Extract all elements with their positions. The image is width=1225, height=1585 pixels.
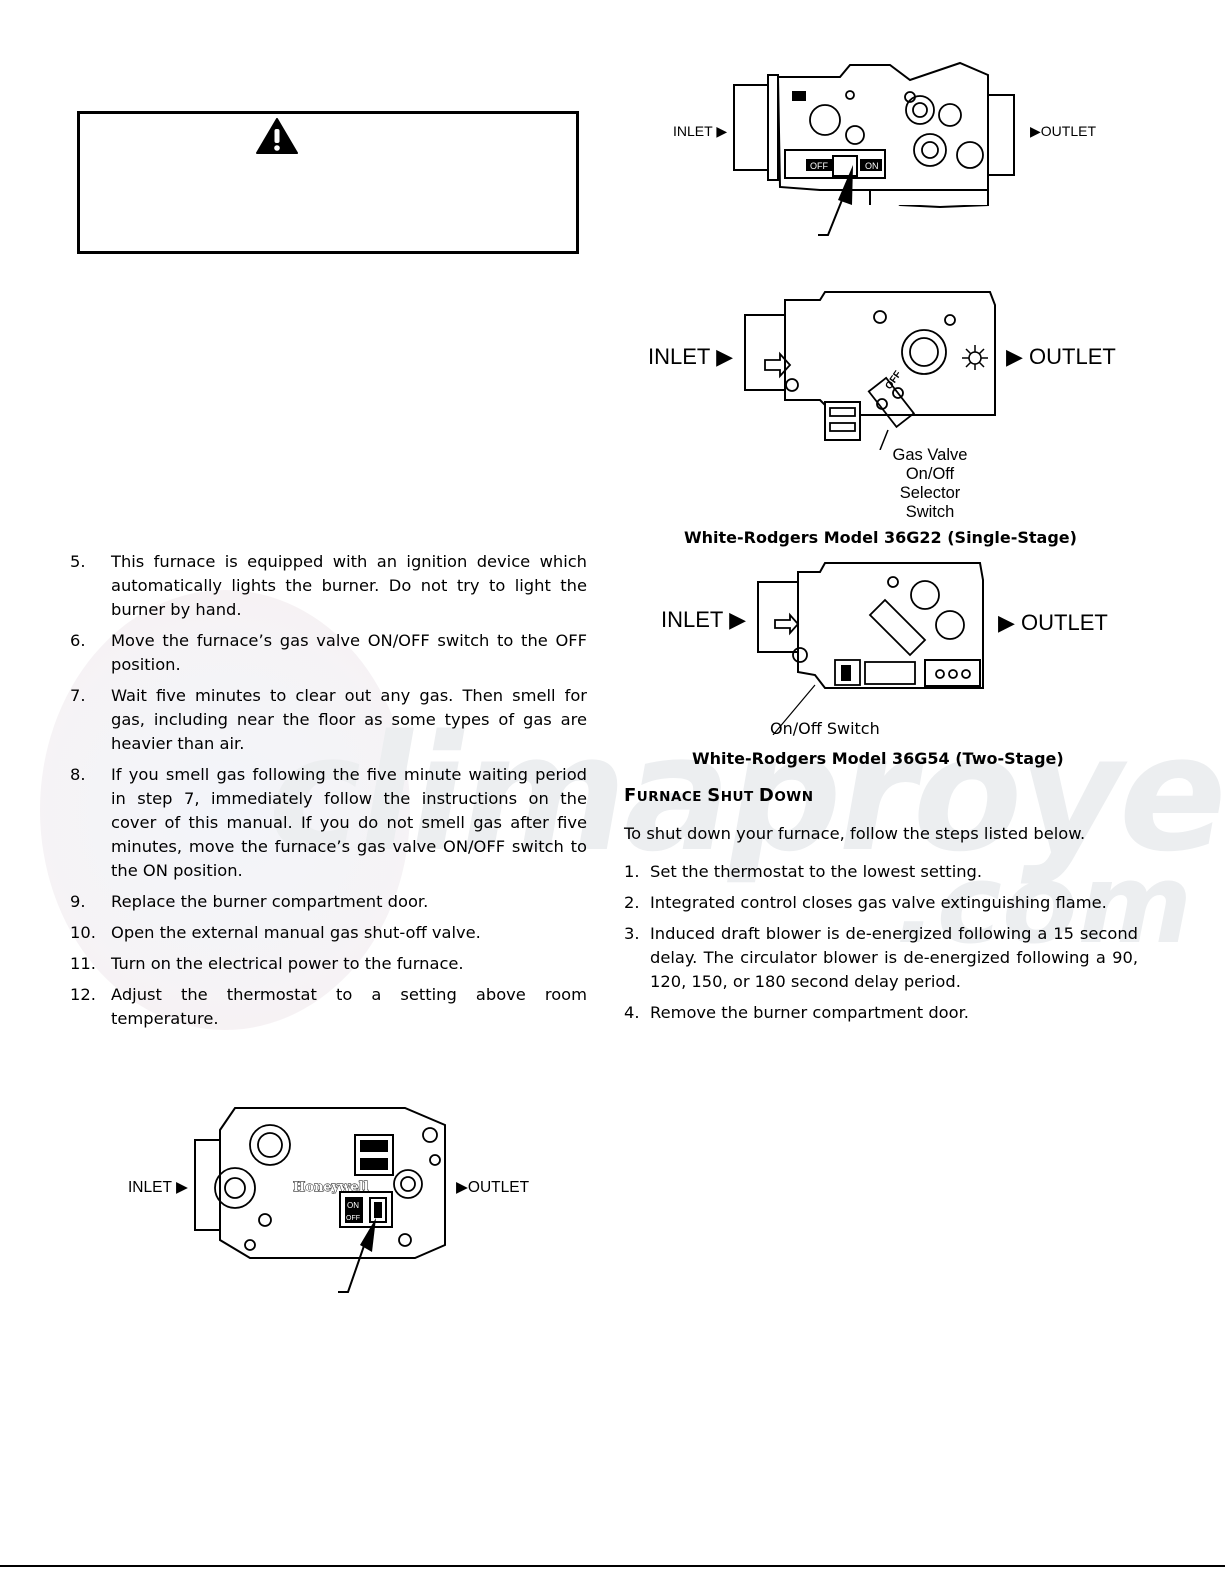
lighting-steps-list: 5.This furnace is equipped with an ignit… xyxy=(70,550,587,1038)
arrow-right-icon: ▶ xyxy=(1006,344,1023,369)
honeywell-logo: Honeywell xyxy=(293,1180,369,1195)
gas-valve-36g54-diagram xyxy=(755,560,990,735)
on-off-switch-callout: On/Off Switch xyxy=(770,719,880,738)
svg-text:ON: ON xyxy=(865,161,879,171)
section-title-furnace-shut-down: FURNACE SHUT DOWN xyxy=(624,785,814,806)
svg-text:OFF: OFF xyxy=(810,161,828,171)
inlet-label: INLET ▶ xyxy=(128,1179,188,1196)
list-item: 7.Wait five minutes to clear out any gas… xyxy=(70,686,587,753)
arrow-right-icon: ▶ xyxy=(998,610,1015,635)
watermark-globe xyxy=(40,590,410,1030)
list-item: 10.Open the external manual gas shut-off… xyxy=(70,923,481,942)
shutdown-intro: To shut down your furnace, follow the st… xyxy=(624,824,1086,843)
svg-text:OFF: OFF xyxy=(346,1215,360,1222)
list-item: 5.This furnace is equipped with an ignit… xyxy=(70,552,587,619)
warning-box xyxy=(77,111,579,254)
list-item: 3.Induced draft blower is de-energized f… xyxy=(624,924,1138,991)
arrow-right-icon: ▶ xyxy=(716,344,733,369)
list-item: 11.Turn on the electrical power to the f… xyxy=(70,954,464,973)
list-item: 9.Replace the burner compartment door. xyxy=(70,892,429,911)
inlet-label: INLET ▶ xyxy=(673,123,728,139)
list-item: 6.Move the furnace’s gas valve ON/OFF sw… xyxy=(70,631,587,674)
arrow-right-icon: ▶ xyxy=(1030,123,1041,139)
list-item: 12.Adjust the thermostat to a setting ab… xyxy=(70,985,587,1028)
arrow-right-icon: ▶ xyxy=(716,123,728,139)
arrow-right-icon: ▶ xyxy=(456,1179,468,1196)
outlet-label: ▶OUTLET xyxy=(1030,123,1097,139)
figure-caption-36g54: White-Rodgers Model 36G54 (Two-Stage) xyxy=(692,749,1064,768)
list-item: 1.Set the thermostat to the lowest setti… xyxy=(624,862,983,881)
arrow-right-icon: ▶ xyxy=(729,607,746,632)
gas-valve-top-diagram: OFF ON xyxy=(720,55,1030,240)
watermark-suffix: .com xyxy=(895,840,1193,968)
gas-valve-honeywell-diagram: ON OFF Honeywell xyxy=(190,1100,455,1300)
inlet-label: INLET ▶ xyxy=(648,344,733,369)
arrow-right-icon: ▶ xyxy=(175,1179,188,1196)
svg-text:ON: ON xyxy=(347,1201,359,1210)
gas-valve-36g22-diagram: OFF xyxy=(740,290,1005,450)
page-bottom-rule xyxy=(0,1565,1225,1567)
figure-caption-36g22: White-Rodgers Model 36G22 (Single-Stage) xyxy=(684,528,1077,547)
list-item: 2.Integrated control closes gas valve ex… xyxy=(624,893,1107,912)
outlet-label: ▶OUTLET xyxy=(456,1179,530,1196)
inlet-label: INLET ▶ xyxy=(661,607,746,632)
outlet-label: ▶ OUTLET xyxy=(1006,344,1116,369)
shutdown-steps-list: 1.Set the thermostat to the lowest setti… xyxy=(624,860,1138,1032)
list-item: 8.If you smell gas following the five mi… xyxy=(70,765,587,880)
warning-triangle-icon xyxy=(256,118,298,154)
list-item: 4.Remove the burner compartment door. xyxy=(624,1003,969,1022)
selector-switch-callout: Gas Valve On/Off Selector Switch xyxy=(892,446,968,521)
outlet-label: ▶ OUTLET xyxy=(998,610,1108,635)
